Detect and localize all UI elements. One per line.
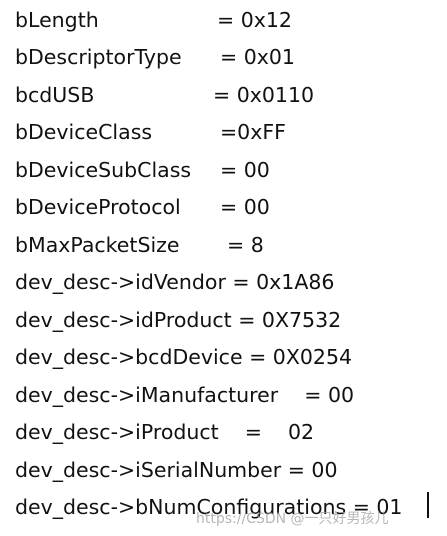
field-name: bDescriptorType bbox=[15, 45, 182, 69]
descriptor-line-bdevicesubclass: bDeviceSubClass = 00 bbox=[15, 155, 270, 185]
descriptor-line-idproduct: dev_desc->idProduct = 0X7532 bbox=[15, 308, 342, 332]
field-name: bMaxPacketSize bbox=[15, 233, 180, 257]
field-value: = 00 bbox=[220, 158, 270, 182]
field-value: = 0x0110 bbox=[213, 83, 315, 107]
descriptor-line-bdeviceprotocol: bDeviceProtocol = 00 bbox=[15, 192, 270, 222]
field-name: bLength bbox=[15, 8, 99, 32]
watermark: https://CSDN @一只好男孩儿 bbox=[196, 511, 389, 527]
descriptor-line-imanufacturer: dev_desc->iManufacturer = 00 bbox=[15, 383, 355, 407]
field-name: bcdUSB bbox=[15, 83, 95, 107]
descriptor-line-iserialnumber: dev_desc->iSerialNumber = 00 bbox=[15, 458, 338, 482]
descriptor-line-bdescriptortype: bDescriptorType = 0x01 bbox=[15, 42, 295, 72]
field-name: bDeviceClass bbox=[15, 120, 153, 144]
field-value: = 0x01 bbox=[220, 45, 295, 69]
descriptor-line-bdeviceclass: bDeviceClass =0xFF bbox=[15, 117, 286, 147]
descriptor-line-bcddevice: dev_desc->bcdDevice = 0X0254 bbox=[15, 345, 353, 369]
descriptor-line-blength: bLength = 0x12 bbox=[15, 5, 292, 35]
descriptor-line-iproduct: dev_desc->iProduct = 02 bbox=[15, 420, 315, 444]
field-value: = 0x12 bbox=[217, 8, 292, 32]
field-value: = 00 bbox=[220, 195, 270, 219]
field-name: bDeviceProtocol bbox=[15, 195, 181, 219]
text-cursor bbox=[427, 492, 429, 518]
field-value: = 8 bbox=[227, 233, 264, 257]
field-name: bDeviceSubClass bbox=[15, 158, 192, 182]
descriptor-line-idvendor: dev_desc->idVendor = 0x1A86 bbox=[15, 270, 335, 294]
descriptor-line-bmaxpacketsize: bMaxPacketSize = 8 bbox=[15, 230, 264, 260]
descriptor-line-bcdusb: bcdUSB = 0x0110 bbox=[15, 80, 314, 110]
field-value: =0xFF bbox=[220, 120, 286, 144]
descriptor-line-bnumconfigurations: dev_desc->bNumConfigurations = 01 bbox=[15, 495, 403, 519]
